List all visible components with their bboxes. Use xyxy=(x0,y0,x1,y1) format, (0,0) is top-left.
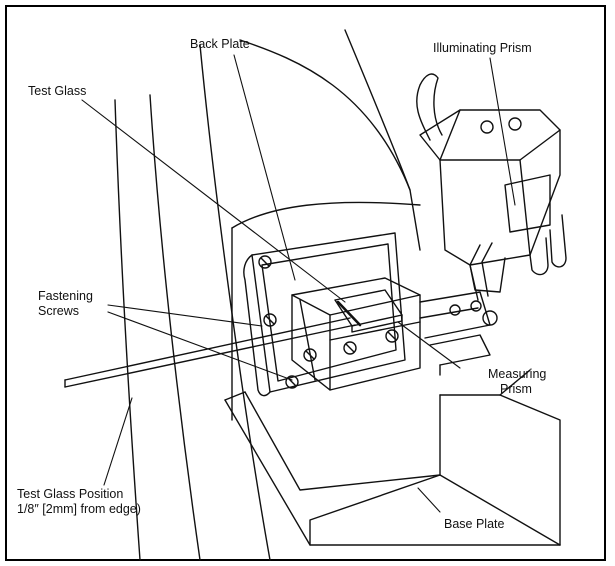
label-base-plate: Base Plate xyxy=(444,517,505,531)
leader-lines xyxy=(81,54,516,513)
instrument-housing xyxy=(114,29,421,561)
label-fastening-screws-line1: Fastening xyxy=(38,289,93,303)
illuminating-prism-assembly xyxy=(416,73,567,293)
test-glass-slab xyxy=(334,289,403,333)
label-illuminating-prism: Illuminating Prism xyxy=(433,41,532,55)
base-plate xyxy=(224,369,561,546)
fastening-screws xyxy=(258,255,399,389)
label-test-glass-position-line1: Test Glass Position xyxy=(17,487,124,501)
label-fastening-screws-line2: Screws xyxy=(38,304,79,318)
label-measuring-prism-line2: Prism xyxy=(500,382,532,396)
glass-rod xyxy=(64,317,356,388)
measuring-prism-block xyxy=(291,277,421,391)
figure-border xyxy=(5,5,606,561)
label-test-glass: Test Glass xyxy=(28,84,87,98)
label-test-glass-position-line2: 1/8″ [2mm] from edge) xyxy=(17,502,141,516)
label-back-plate: Back Plate xyxy=(190,37,250,51)
label-measuring-prism-line1: Measuring xyxy=(488,367,547,381)
